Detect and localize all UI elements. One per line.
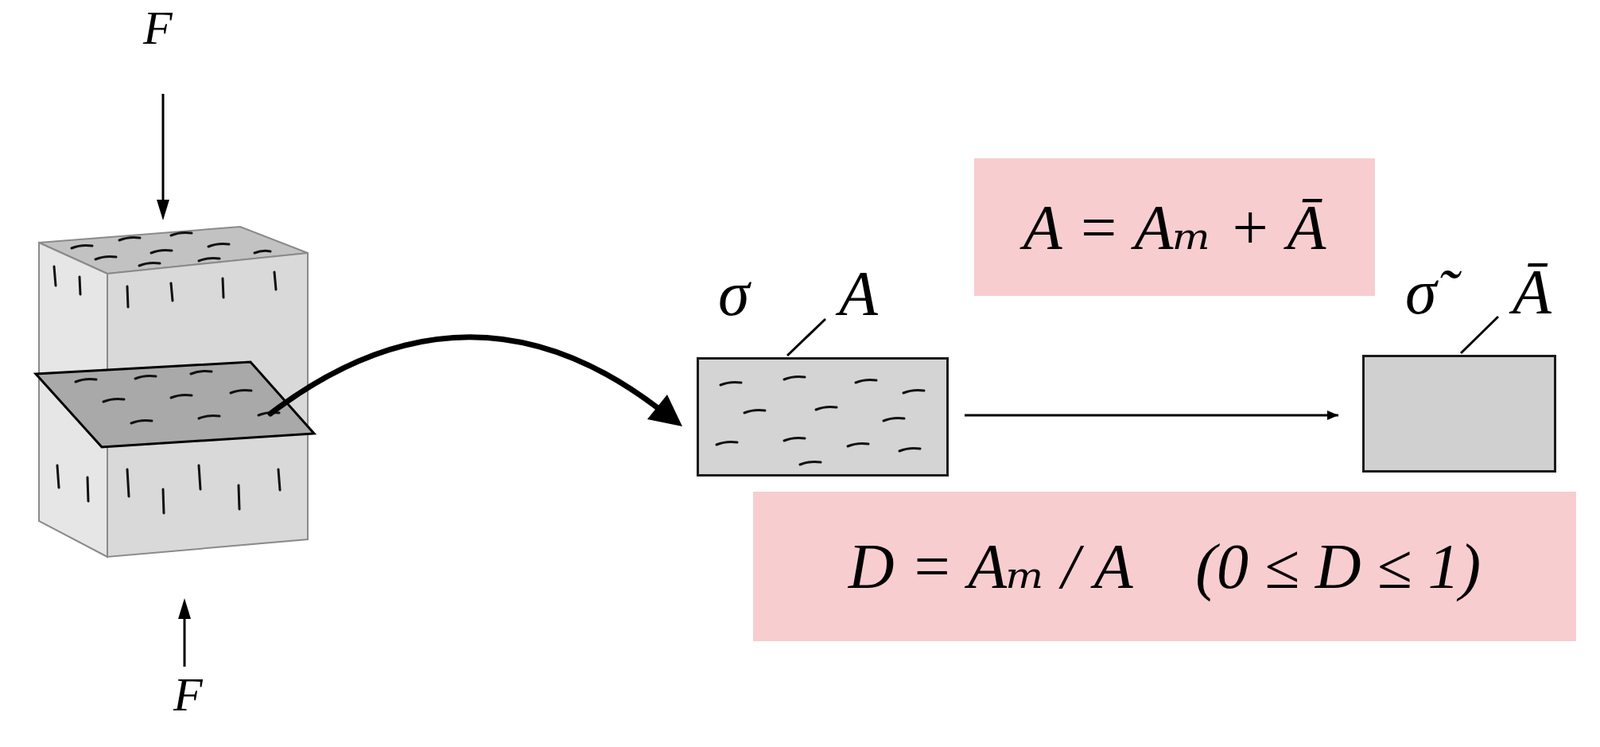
- symbol-label: σ: [718, 261, 750, 326]
- plane-cracks: [75, 370, 280, 424]
- formula-text: A = Aₘ + Ā: [1023, 195, 1327, 260]
- effective-section: σ̃Ā: [1362, 354, 1557, 473]
- symbol-label: Ā: [1512, 260, 1552, 324]
- cutting-plane: [35, 361, 315, 447]
- crack-stroke: [815, 406, 837, 410]
- curved-arrow: [270, 337, 683, 427]
- crack-stroke: [899, 447, 921, 451]
- damaged-section: σA: [696, 357, 949, 477]
- crack-stroke: [784, 437, 805, 441]
- force-label: F: [143, 3, 173, 52]
- crack-stroke: [855, 379, 877, 383]
- arrow-connector: [964, 414, 1339, 417]
- formula-box: A = Aₘ + Ā: [974, 158, 1375, 296]
- force-label: F: [173, 670, 203, 719]
- cube: [35, 226, 315, 557]
- symbol-label: A: [838, 261, 878, 326]
- formula-text: D = Aₘ / A (0 ≤ D ≤ 1): [848, 534, 1481, 599]
- crack-stroke: [883, 417, 905, 421]
- damage-definition-box: D = Aₘ / A (0 ≤ D ≤ 1): [753, 491, 1577, 641]
- symbol-label: σ̃: [1405, 260, 1437, 324]
- leader-lines: [787, 316, 1499, 356]
- crack-stroke: [784, 376, 805, 380]
- crack-stroke: [847, 442, 869, 447]
- force-arrows: [156, 93, 191, 667]
- crack-stroke: [800, 461, 821, 465]
- crack-stroke: [716, 441, 738, 445]
- crack-stroke: [744, 409, 766, 413]
- crack-texture: [696, 357, 949, 477]
- crack-stroke: [720, 381, 742, 385]
- crack-stroke: [903, 389, 925, 393]
